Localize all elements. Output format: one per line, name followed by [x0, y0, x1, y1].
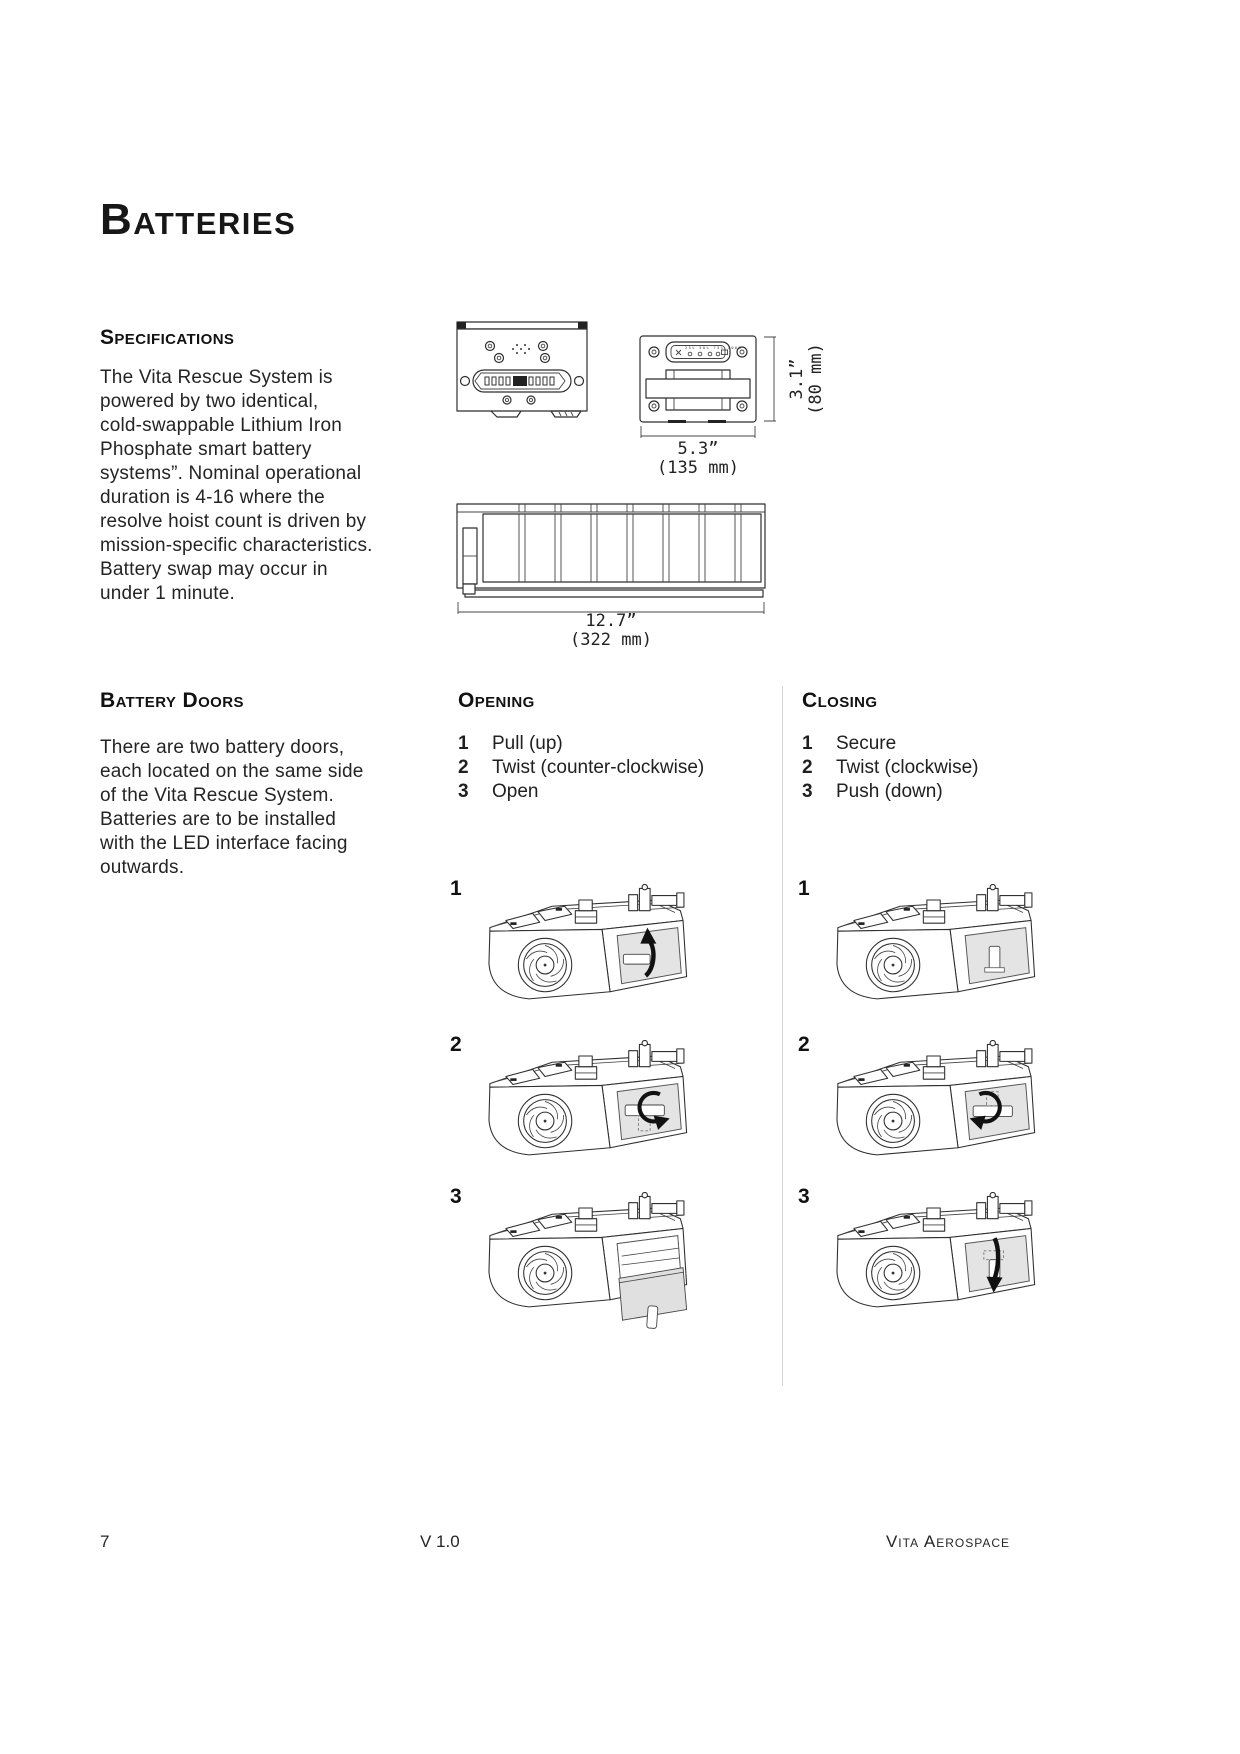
device-illustration-opening-door-open: [488, 1192, 688, 1330]
screw-icon: [648, 346, 748, 412]
footer-version: V 1.0: [420, 1532, 460, 1551]
dimension-height-mm: (80 mm): [806, 343, 826, 415]
battery-handle-icon: [645, 378, 751, 399]
battery-front-view-drawing: 25% 50% 75% 100%: [639, 335, 757, 423]
specifications-heading: Specifications: [100, 326, 235, 349]
device-illustration-closing-secure: [836, 884, 1036, 1000]
closing-step-1: 1 Secure: [802, 732, 1102, 756]
column-divider: [782, 686, 783, 1386]
closing-figure-3-number: 3: [798, 1185, 810, 1208]
closing-step-2: 2 Twist (clockwise): [802, 756, 1102, 780]
closing-heading: Closing: [802, 689, 878, 712]
closing-figure-1-number: 1: [798, 877, 810, 900]
screw-icon: [484, 340, 551, 405]
battery-doors-body: There are two battery doors,each located…: [100, 737, 364, 878]
dimension-length-in: 12.7”: [585, 611, 637, 631]
footer-page-number: 7: [100, 1532, 110, 1551]
opening-figure-1-number: 1: [450, 877, 462, 900]
speaker-grille-icon: [512, 344, 530, 354]
step-label: Pull (up): [492, 733, 563, 754]
step-label: Secure: [836, 733, 897, 754]
opening-steps: 1 Pull (up) 2 Twist (counter-clockwise) …: [458, 732, 758, 804]
battery-rear-view-drawing: [456, 321, 588, 418]
opening-step-1: 1 Pull (up): [458, 732, 758, 756]
battery-gauge-labels: 25% 50% 75% 100%: [685, 346, 742, 350]
opening-figure-2-number: 2: [450, 1033, 462, 1056]
step-label: Twist (clockwise): [836, 757, 979, 778]
closing-step-3: 3 Push (down): [802, 780, 1102, 804]
dimension-length-mm: (322 mm): [570, 630, 652, 650]
step-number: 3: [458, 781, 469, 802]
battery-gauge-icon: 25% 50% 75% 100%: [665, 341, 742, 363]
device-illustration-opening-twist-ccw: [488, 1040, 688, 1156]
page-title: Batteries: [100, 195, 297, 244]
step-label: Push (down): [836, 781, 943, 802]
dimension-width-in: 5.3”: [677, 439, 719, 459]
battery-doors-heading: Battery Doors: [100, 689, 244, 712]
opening-figure-3-number: 3: [450, 1185, 462, 1208]
dimension-bracket-length: [457, 602, 765, 614]
dimension-bracket-height: [764, 336, 776, 422]
open-door-icon: [616, 1235, 688, 1330]
device-illustration-opening-pull-up: [488, 884, 688, 1000]
device-illustration-closing-twist-cw: [836, 1040, 1036, 1156]
opening-step-3: 3 Open: [458, 780, 758, 804]
opening-heading: Opening: [458, 689, 535, 712]
step-number: 3: [802, 781, 813, 802]
page-footer: 7 V 1.0 Vita Aerospace: [100, 1532, 1010, 1556]
footer-company: Vita Aerospace: [885, 1532, 1010, 1551]
step-number: 1: [802, 733, 813, 754]
dimension-width-mm: (135 mm): [657, 458, 739, 478]
dimension-height-group: 3.1” (80 mm): [786, 334, 834, 424]
step-label: Open: [492, 781, 539, 802]
dimension-bracket-width: [640, 426, 756, 438]
battery-connector-icon: [459, 369, 585, 393]
step-number: 2: [458, 757, 469, 778]
step-label: Twist (counter-clockwise): [492, 757, 705, 778]
step-number: 1: [458, 733, 469, 754]
dimension-height-in: 3.1”: [787, 358, 807, 400]
closing-figure-2-number: 2: [798, 1033, 810, 1056]
closing-steps: 1 Secure 2 Twist (clockwise) 3 Push (dow…: [802, 732, 1102, 804]
opening-step-2: 2 Twist (counter-clockwise): [458, 756, 758, 780]
device-illustration-closing-push-down: [836, 1192, 1036, 1308]
step-number: 2: [802, 757, 813, 778]
battery-side-view-drawing: [456, 503, 766, 598]
